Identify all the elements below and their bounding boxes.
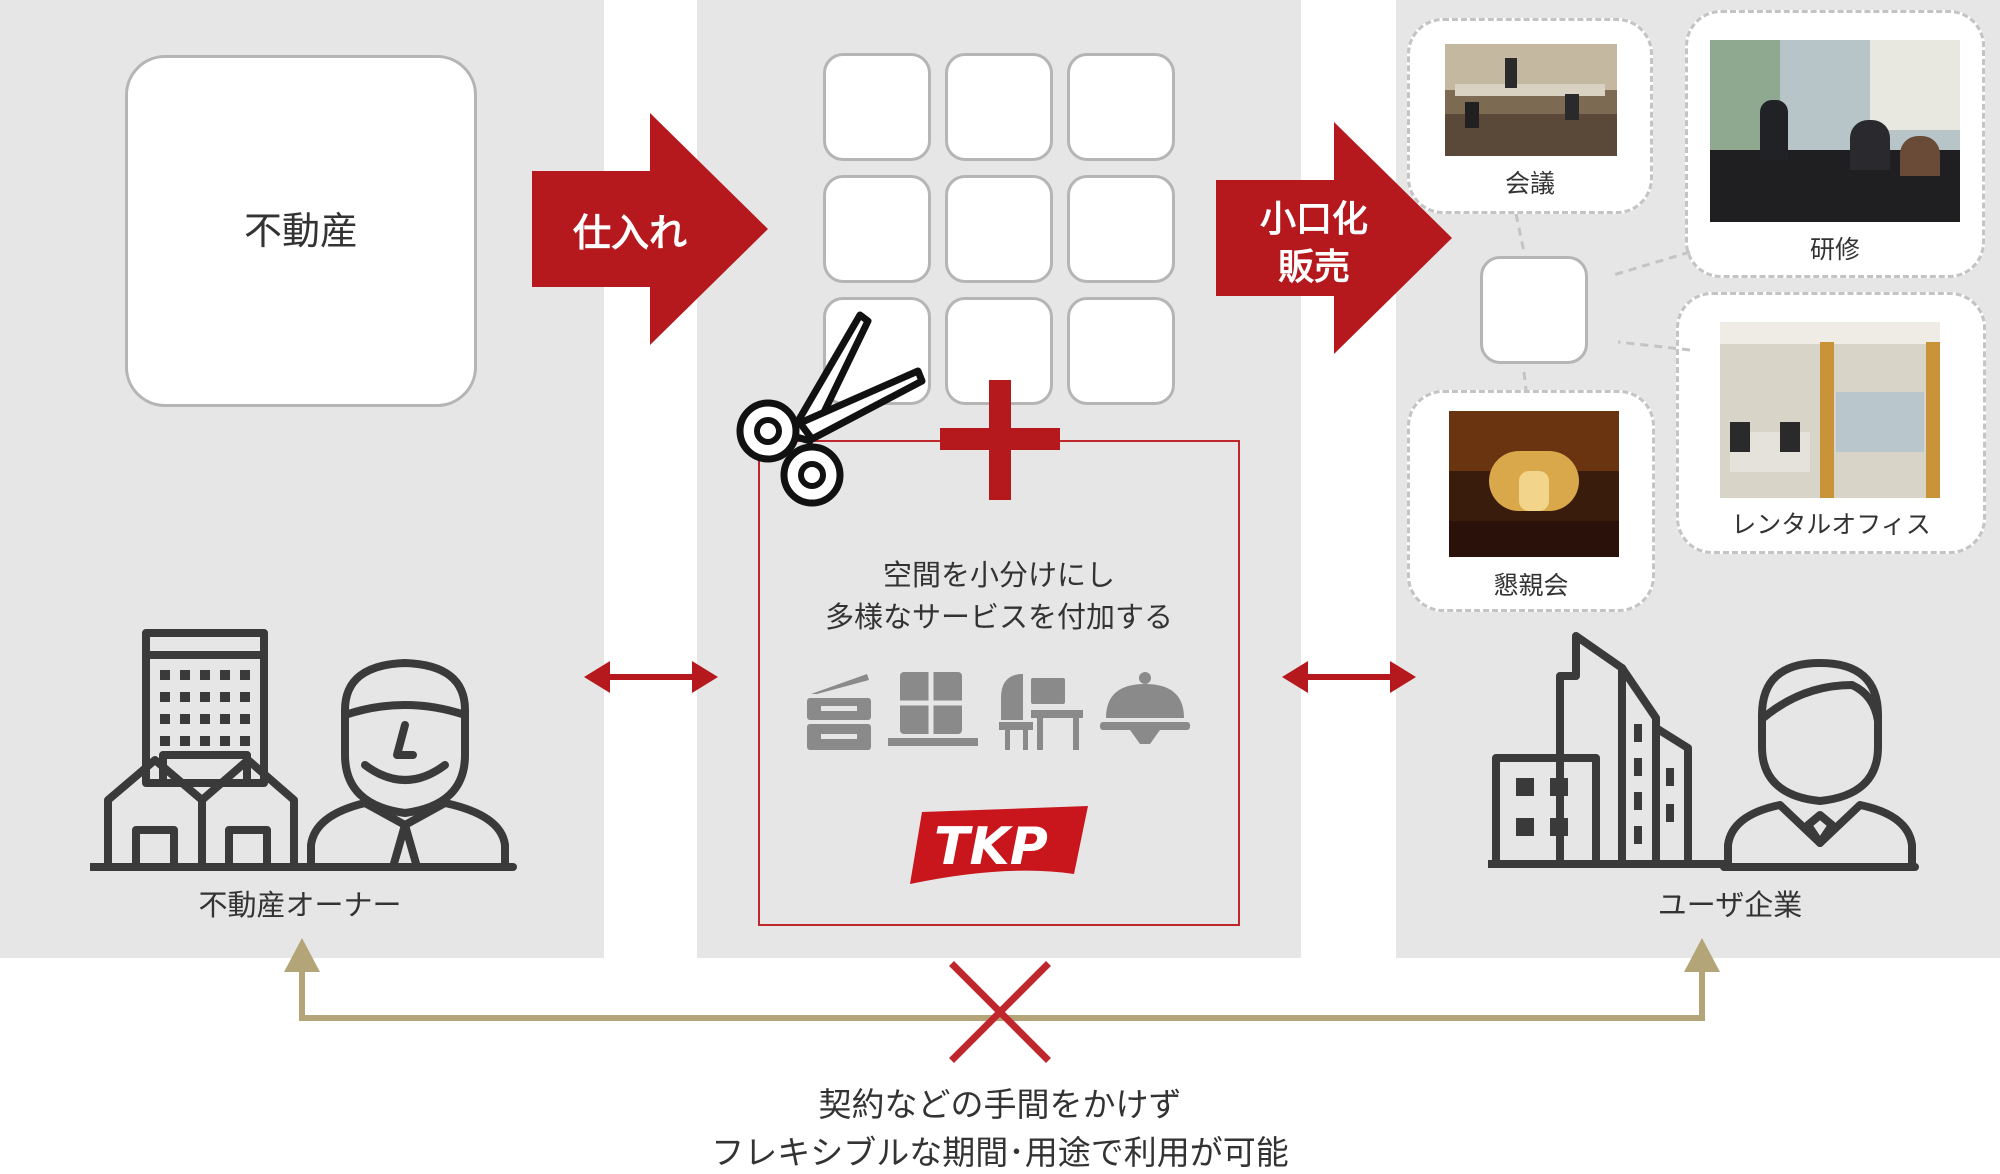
owner-label: 不動産オーナー [198,888,402,922]
owner-person-icon [303,659,517,871]
double-arrow-left [584,661,718,693]
copier-icon [807,674,871,750]
purchase-label: 仕入れ [572,211,687,255]
service-description-line1: 空間を小分けにし [882,558,1115,592]
cross-icon [949,961,1051,1063]
office-furniture-icon [999,674,1083,750]
property-box-label: 不動産 [243,209,358,253]
city-buildings-icon [1488,632,1728,868]
rental-office-photo [1720,322,1940,498]
space-tile [823,175,931,283]
party-photo [1449,411,1619,557]
training-photo [1710,40,1960,222]
bottom-text-line1: 契約などの手間をかけず [818,1085,1182,1124]
space-tile [945,53,1053,161]
space-tile [1067,297,1175,405]
service-description-line2: 多様なサービスを付加する [824,600,1173,634]
use-label-meeting: 会議 [1504,169,1555,198]
bubble-tails [1514,213,1691,391]
cloche-icon [1100,672,1190,744]
resale-arrow [1216,122,1452,354]
user-person-icon [1720,659,1919,871]
user-label: ユーザ企業 [1657,888,1803,922]
buildings-icon [90,629,316,871]
space-tile [823,53,931,161]
use-label-party: 懇親会 [1493,571,1569,600]
space-tile [1067,175,1175,283]
resale-label-line2: 販売 [1277,247,1350,288]
bottom-text-line2: フレキシブルな期間･用途で利用が可能 [711,1133,1289,1172]
purchase-arrow [532,113,768,345]
catering-box-icon [888,672,978,746]
space-tile [1067,53,1175,161]
space-tile [945,175,1053,283]
use-label-training: 研修 [1809,235,1860,264]
property-box [125,55,477,407]
resale-label-line1: 小口化 [1259,199,1368,240]
svg-text:TKP: TKP [934,817,1048,877]
tkp-logo: TKP [910,806,1088,884]
double-arrow-right [1282,661,1416,693]
meeting-photo [1445,44,1617,156]
use-label-rental-office: レンタルオフィス [1731,510,1931,539]
user-hub-square [1480,256,1588,364]
scissors-icon [736,311,926,507]
plus-icon [940,380,1060,500]
